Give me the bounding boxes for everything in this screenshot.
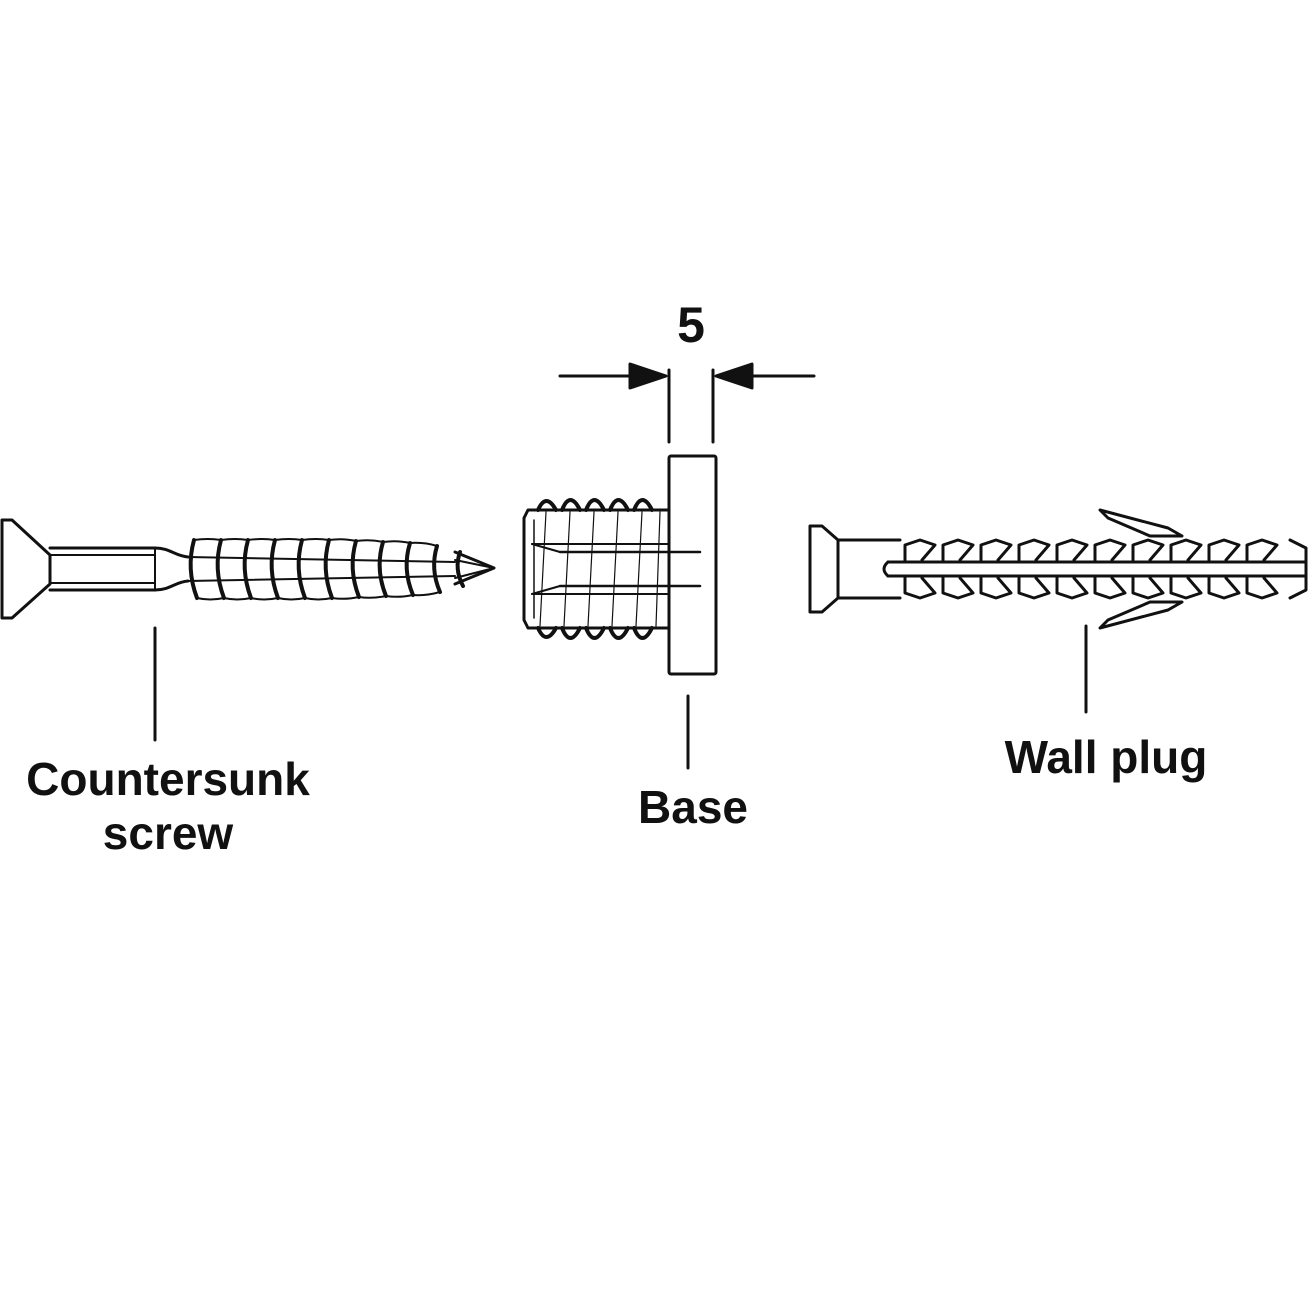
base-label: Base: [638, 781, 748, 833]
base-flange: [667, 454, 718, 676]
screw-threads: [188, 538, 465, 600]
countersunk-screw-label: Countersunk screw: [0, 752, 336, 860]
countersunk-screw-label-line1: Countersunk: [26, 753, 310, 805]
base-drawing: [522, 454, 718, 770]
dimension-arrowhead-right: [714, 362, 754, 390]
plug-ribs-top: [903, 538, 1279, 562]
base-threads-bottom: [536, 626, 654, 640]
wall-plug-label: Wall plug: [1004, 731, 1208, 783]
plug-barb-bottom: [1098, 600, 1184, 630]
plug-nose: [1288, 538, 1308, 600]
screw-head: [0, 518, 52, 620]
dimension-arrowhead-left: [628, 362, 668, 390]
dimension-value: 5: [677, 297, 705, 353]
base-body: [522, 508, 671, 630]
countersunk-screw-drawing: [0, 518, 496, 742]
countersunk-screw-label-line2: screw: [102, 807, 234, 859]
base-threads-top: [536, 498, 654, 512]
dimension-marker: [558, 362, 816, 444]
plug-barb-top: [1098, 508, 1184, 538]
plug-ribs-bottom: [903, 576, 1279, 600]
plug-collar: [808, 524, 840, 614]
wall-plug-drawing: [808, 508, 1308, 714]
